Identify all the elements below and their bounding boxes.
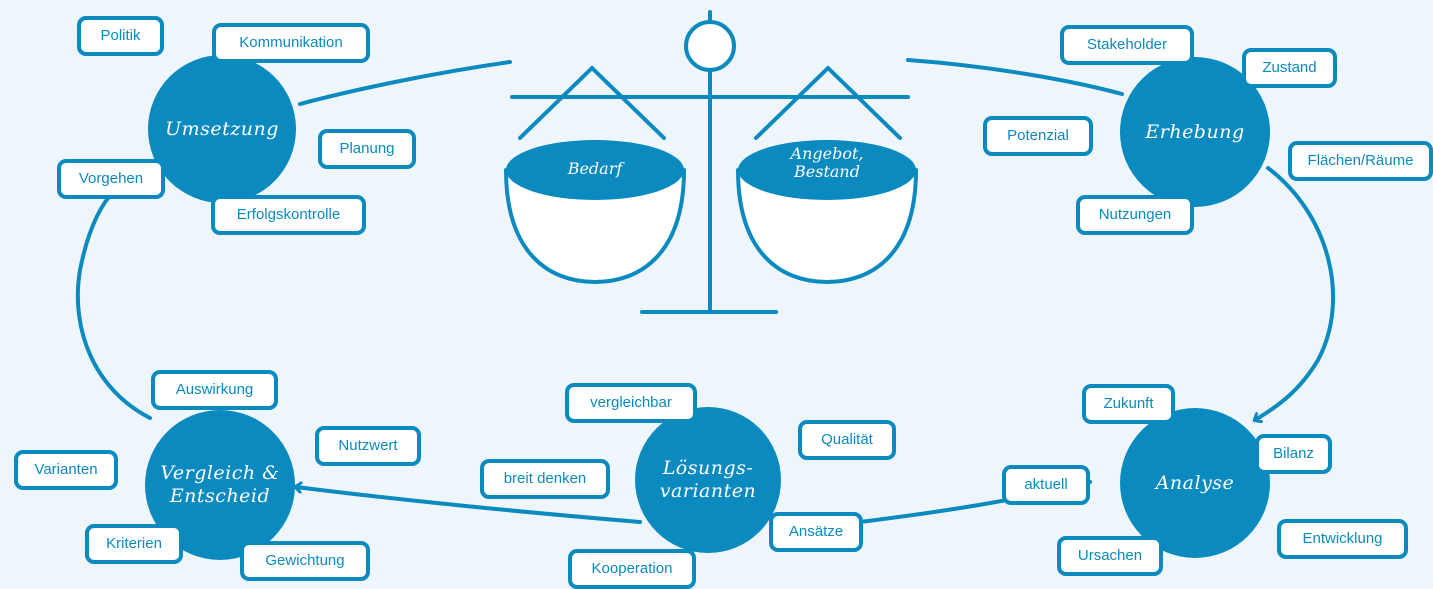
- tag-qualitaet: Qualität: [798, 420, 896, 460]
- tag-vergleichbar: vergleichbar: [565, 383, 697, 423]
- tag-nutzwert: Nutzwert: [315, 426, 421, 466]
- tag-vorgehen: Vorgehen: [57, 159, 165, 199]
- tag-varianten: Varianten: [14, 450, 118, 490]
- right-pan-bowl: [736, 168, 918, 284]
- tag-erfolgskontrolle: Erfolgskontrolle: [211, 195, 366, 235]
- tag-auswirkung: Auswirkung: [151, 370, 278, 410]
- tag-kriterien: Kriterien: [85, 524, 183, 564]
- tag-politik: Politik: [77, 16, 164, 56]
- tag-gewichtung: Gewichtung: [240, 541, 370, 581]
- node-loesungsvarianten: Lösungs- varianten: [635, 407, 781, 553]
- tag-kooperation: Kooperation: [568, 549, 696, 589]
- left-hanger-b: [590, 66, 666, 140]
- tag-planung: Planung: [318, 129, 416, 169]
- tag-stakeholder: Stakeholder: [1060, 25, 1194, 65]
- line-vergleich-to-umsetzung: [75, 188, 152, 420]
- arrow-erhebung-to-analyse: [1255, 166, 1336, 420]
- arrow-loesungen-to-vergleich: [296, 487, 642, 524]
- tag-bilanz: Bilanz: [1255, 434, 1332, 474]
- tag-zustand: Zustand: [1242, 48, 1337, 88]
- tag-kommunikation: Kommunikation: [212, 23, 370, 63]
- tag-flaechen-raeume: Flächen/Räume: [1288, 141, 1433, 181]
- left-pan-bowl: [504, 168, 686, 284]
- node-erhebung: Erhebung: [1120, 57, 1270, 207]
- node-umsetzung: Umsetzung: [148, 55, 296, 203]
- balance-scale: [504, 10, 918, 314]
- tag-ansaetze: Ansätze: [769, 512, 863, 552]
- tag-breit-denken: breit denken: [480, 459, 610, 499]
- tag-nutzungen: Nutzungen: [1076, 195, 1194, 235]
- node-analyse: Analyse: [1120, 408, 1270, 558]
- line-umsetzung-to-scale: [298, 60, 512, 106]
- scale-pivot: [684, 20, 736, 72]
- left-pan-label: Bedarf: [567, 159, 623, 178]
- right-pan-top: [738, 140, 916, 200]
- right-pan-label: Angebot, Bestand: [790, 144, 864, 181]
- tag-aktuell: aktuell: [1002, 465, 1090, 505]
- line-scale-to-erhebung: [906, 58, 1124, 96]
- right-hanger-b: [826, 66, 902, 140]
- tag-ursachen: Ursachen: [1057, 536, 1163, 576]
- left-hanger-a: [518, 66, 594, 140]
- tag-zukunft: Zukunft: [1082, 384, 1175, 424]
- right-hanger-a: [754, 66, 830, 140]
- left-pan-top: [506, 140, 684, 200]
- tag-entwicklung: Entwicklung: [1277, 519, 1408, 559]
- tag-potenzial: Potenzial: [983, 116, 1093, 156]
